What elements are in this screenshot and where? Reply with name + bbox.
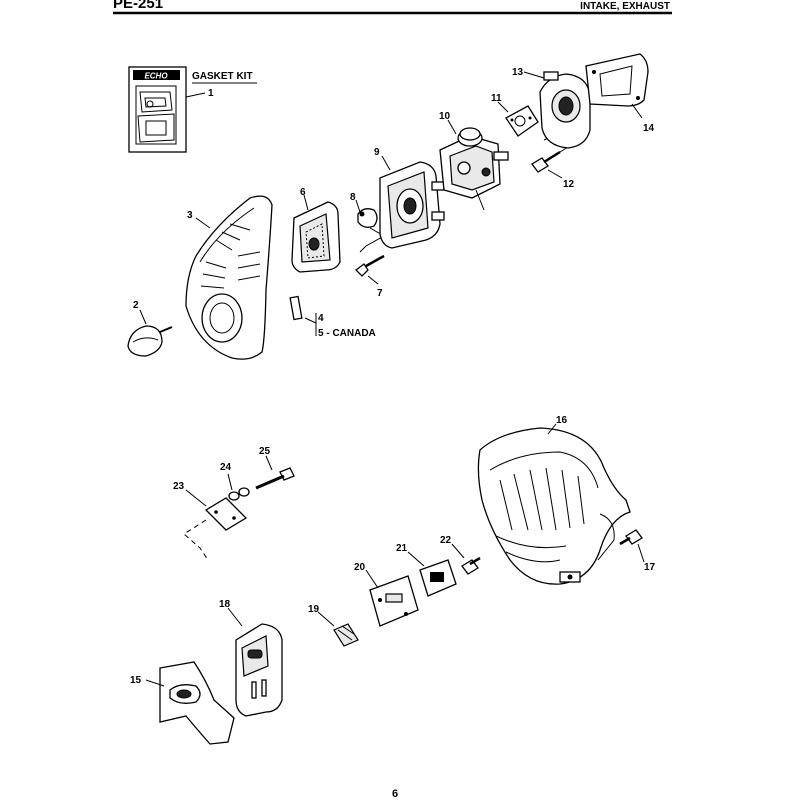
insulator-gasket-illustration [505,105,539,137]
callout-9: 9 [374,147,380,158]
callout-13: 13 [512,67,524,78]
spark-arrestor-screen-illustration [333,623,359,647]
carburetor-illustration [439,127,509,211]
callout-4: 4 [318,313,324,324]
intake-manifold-illustration [539,71,591,149]
callout-2: 2 [133,300,139,311]
callout-16: 16 [556,415,568,426]
exhaust-gasket-illustration [419,559,457,597]
air-cleaner-case-illustration [379,161,445,249]
bolt-17-illustration [619,529,643,546]
callout-15: 15 [130,675,142,686]
gasket-kit-label: GASKET KIT [192,71,253,82]
callout-18: 18 [219,599,231,610]
bolt-25-illustration [255,467,295,490]
gasket-kit-illustration: ECHO [128,66,187,153]
gasket-14-illustration [585,53,649,107]
model-number: PE-251 [113,0,163,12]
callout-20: 20 [354,562,366,573]
callout-8: 8 [350,192,356,203]
exhaust-plate-illustration [369,575,419,627]
air-cleaner-cover-illustration [185,195,273,360]
knob-illustration [127,325,173,357]
callout-21: 21 [396,543,408,554]
bolt-22-illustration [461,556,481,575]
callout-22: 22 [440,535,452,546]
callout-12: 12 [563,179,575,190]
callout-6: 6 [300,187,306,198]
callout-1: 1 [208,88,214,99]
callout-17: 17 [644,562,656,573]
bolt-12-illustration [531,150,561,173]
callout-19: 19 [308,604,320,615]
callout-24: 24 [220,462,232,473]
washer-24-illustration [228,487,250,501]
heat-shield-illustration [159,661,235,745]
callout-7: 7 [377,288,383,299]
air-filter-illustration [291,201,341,273]
muffler-cover-illustration [477,427,631,585]
callout-3: 3 [187,210,193,221]
callout-5: 5 - CANADA [318,328,376,339]
callout-25: 25 [259,446,271,457]
echo-logo: ECHO [144,72,168,81]
choke-plate-illustration [357,208,378,228]
bolt-7-illustration [355,254,385,277]
label-decal-illustration [289,295,303,321]
page-number: 6 [392,788,398,800]
plate-23-illustration [204,497,248,531]
section-title: INTAKE, EXHAUST [580,1,670,12]
callout-11: 11 [491,93,502,104]
callout-14: 14 [643,123,655,134]
muffler-illustration [235,623,283,717]
callout-23: 23 [173,481,185,492]
callout-10: 10 [439,111,451,122]
